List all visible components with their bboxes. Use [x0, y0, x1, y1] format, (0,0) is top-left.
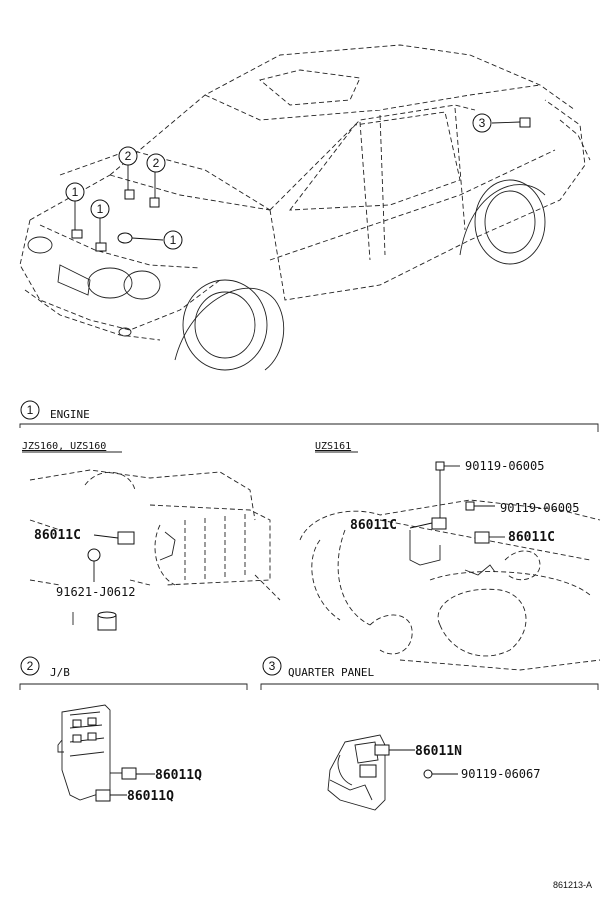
part-91621-j0612: 91621-J0612 — [56, 585, 135, 599]
svg-text:1: 1 — [170, 233, 177, 247]
section-quarter-panel-title: QUARTER PANEL — [288, 666, 374, 679]
svg-text:2: 2 — [153, 156, 160, 170]
part-86011c-right-b: 86011C — [508, 530, 555, 545]
svg-text:3: 3 — [479, 116, 486, 130]
callout-1-b: 1 — [90, 199, 110, 219]
car-illustration — [19, 44, 591, 371]
svg-text:3: 3 — [269, 659, 276, 673]
section-jb-title: J/B — [50, 666, 70, 679]
svg-text:1: 1 — [27, 403, 34, 417]
callout-2-b: 2 — [146, 153, 166, 173]
junction-block-sketch — [57, 704, 155, 802]
svg-text:1: 1 — [97, 202, 104, 216]
part-90119-06005-a: 90119-06005 — [465, 459, 544, 473]
part-90119-06005-b: 90119-06005 — [500, 501, 579, 515]
engine-left-variant: JZS160, UZS160 — [22, 441, 106, 452]
part-86011c-right-a: 86011C — [350, 518, 397, 533]
engine-left-sketch — [29, 469, 281, 631]
part-86011q-a: 86011Q — [155, 768, 202, 783]
reference-code: 861213-A — [553, 880, 592, 890]
part-86011n: 86011N — [415, 744, 462, 759]
section-engine-title: ENGINE — [50, 408, 90, 421]
callout-1-a: 1 — [65, 182, 85, 202]
section-jb-number: 2 — [20, 656, 40, 676]
section-quarter-panel-number: 3 — [262, 656, 282, 676]
svg-text:2: 2 — [27, 659, 34, 673]
section-jb: 2 J/B 86011Q 86011Q — [19, 656, 248, 804]
section-engine-number: 1 — [20, 400, 40, 420]
engine-right-sketch — [299, 461, 601, 671]
callout-1-c: 1 — [163, 230, 183, 250]
quarter-panel-sketch — [327, 734, 458, 811]
section-quarter-panel: 3 QUARTER PANEL 86011N 90119-06067 — [260, 656, 599, 811]
callout-2-a: 2 — [118, 146, 138, 166]
svg-text:1: 1 — [72, 185, 79, 199]
section-engine: 1 ENGINE JZS160, UZS160 UZS161 86011C — [19, 400, 601, 671]
svg-text:2: 2 — [125, 149, 132, 163]
callout-3: 3 — [472, 113, 492, 133]
part-86011q-b: 86011Q — [127, 789, 174, 804]
part-86011c-left: 86011C — [34, 528, 81, 543]
part-90119-06067: 90119-06067 — [461, 767, 540, 781]
engine-right-variant: UZS161 — [315, 441, 351, 452]
